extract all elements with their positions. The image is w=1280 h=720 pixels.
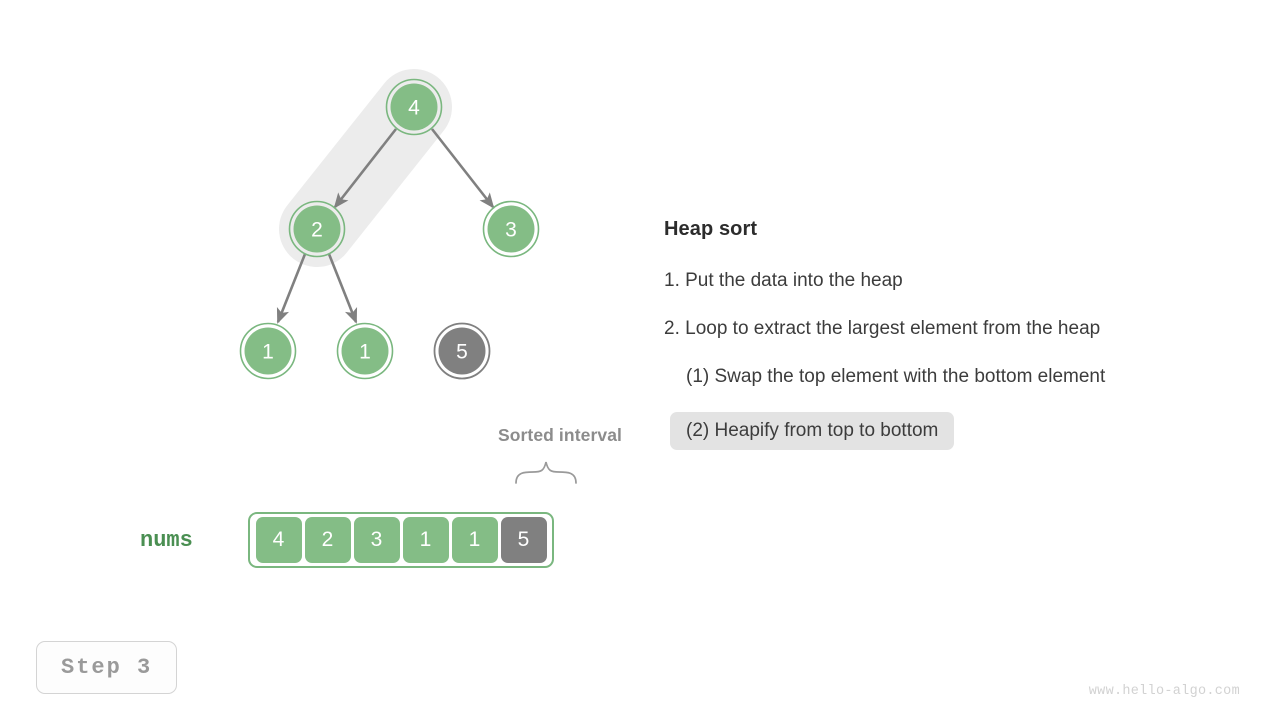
nums-array-row: nums 4 2 3 1 1 5 bbox=[140, 508, 554, 572]
watermark: www.hello-algo.com bbox=[1088, 684, 1240, 699]
tree-edge-2-1a bbox=[276, 253, 307, 324]
sorted-interval-annotation: Sorted interval bbox=[440, 425, 650, 495]
array-cell-sorted[interactable]: 5 bbox=[500, 517, 547, 563]
sorted-interval-label: Sorted interval bbox=[497, 425, 622, 445]
page-title: Heap sort bbox=[664, 218, 758, 240]
tree-node-1-right[interactable]: 1 bbox=[336, 322, 394, 380]
tree-node-3-label: 3 bbox=[505, 219, 517, 242]
step-item-2-2-highlighted: (2) Heapify from top to bottom bbox=[670, 412, 955, 450]
array-cell[interactable]: 2 bbox=[304, 517, 351, 563]
step-item-2-1: (1) Swap the top element with the bottom… bbox=[686, 365, 1106, 387]
tree-node-1-left-label: 1 bbox=[262, 341, 274, 364]
array-cell[interactable]: 1 bbox=[402, 517, 449, 563]
tree-svg: 4 2 3 1 1 5 bbox=[239, 69, 540, 380]
step-badge: Step 3 bbox=[36, 641, 178, 694]
step-item-1: 1. Put the data into the heap bbox=[664, 270, 903, 291]
tree-edge-4-3 bbox=[430, 128, 495, 209]
tree-node-4[interactable]: 4 bbox=[385, 78, 443, 136]
tree-node-2[interactable]: 2 bbox=[288, 200, 346, 258]
tree-node-4-label: 4 bbox=[408, 97, 420, 120]
tree-node-5-sorted-label: 5 bbox=[456, 341, 468, 364]
tree-node-1-right-label: 1 bbox=[359, 341, 371, 364]
binary-heap-tree-diagram: 4 2 3 1 1 5 bbox=[0, 0, 640, 420]
tree-node-1-left[interactable]: 1 bbox=[239, 322, 297, 380]
array-variable-name: nums bbox=[140, 527, 193, 553]
array-cell[interactable]: 1 bbox=[451, 517, 498, 563]
array-cell[interactable]: 4 bbox=[255, 517, 302, 563]
tree-node-3[interactable]: 3 bbox=[482, 200, 540, 258]
tree-edge-2-1b bbox=[327, 253, 358, 324]
tree-node-2-label: 2 bbox=[311, 219, 323, 242]
tree-edge-4-2 bbox=[333, 128, 398, 209]
heap-sort-explanation-panel: Heap sort 1. Put the data into the heap … bbox=[664, 218, 1244, 450]
array-cell[interactable]: 3 bbox=[353, 517, 400, 563]
step-item-2: 2. Loop to extract the largest element f… bbox=[664, 317, 1101, 339]
tree-node-5-sorted[interactable]: 5 bbox=[433, 322, 491, 380]
tree-edges bbox=[276, 128, 495, 324]
curly-brace-icon bbox=[515, 461, 577, 484]
array-container: 4 2 3 1 1 5 bbox=[248, 512, 554, 568]
